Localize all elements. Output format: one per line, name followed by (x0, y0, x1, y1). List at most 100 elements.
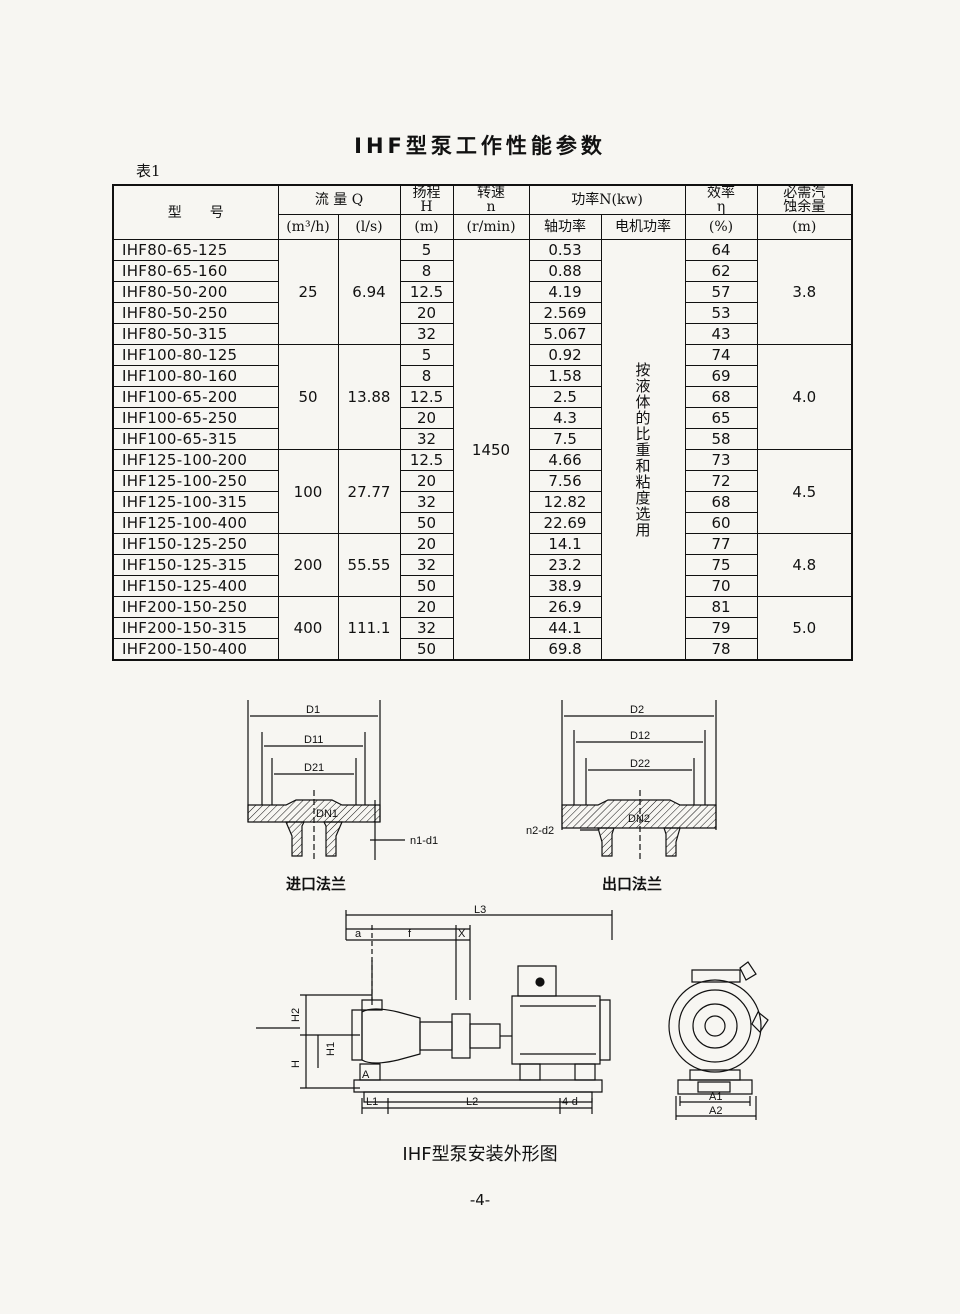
head-cell: 32 (399, 323, 454, 345)
header-flow-m3h: (m³/h) (277, 214, 339, 240)
head-cell: 20 (399, 533, 454, 555)
outline-label-a1: A1 (709, 1091, 722, 1103)
head-cell: 20 (399, 596, 454, 618)
outline-label-l1: L1 (366, 1096, 378, 1108)
flow-ls-cell: 13.88 (337, 344, 401, 450)
inlet-flange-caption: 进口法兰 (286, 875, 347, 893)
model-cell: IHF100-65-315 (112, 428, 279, 450)
efficiency-cell: 69 (684, 365, 758, 387)
outline-label-f: f (408, 928, 412, 940)
pump-outline-side-view: L3 a f X H2 H H1 (256, 904, 613, 1114)
inlet-label-d1: D1 (306, 704, 320, 716)
model-cell: IHF150-125-315 (112, 554, 279, 576)
flow-ls-cell: 55.55 (337, 533, 401, 597)
motor-note-char: 和 (635, 456, 651, 475)
motor-note-char: 体 (635, 392, 651, 411)
page-title: IHF型泵工作性能参数 (354, 134, 606, 158)
model-cell: IHF200-150-400 (112, 638, 279, 661)
flow-ls-cell: 6.94 (337, 239, 401, 345)
flow-ls-cell: 27.77 (337, 449, 401, 534)
outlet-label-dn2: DN2 (628, 813, 650, 825)
model-cell: IHF80-50-315 (112, 323, 279, 345)
npsh-cell: 4.8 (756, 533, 853, 597)
flow-m3h-cell: 25 (277, 239, 339, 345)
motor-note-char: 重 (635, 440, 651, 459)
model-cell: IHF125-100-315 (112, 491, 279, 513)
model-cell: IHF125-100-400 (112, 512, 279, 534)
shaft-power-cell: 69.8 (528, 638, 602, 661)
model-cell: IHF80-65-125 (112, 239, 279, 261)
header-npsh: 必需汽蚀余量 (756, 184, 853, 215)
efficiency-cell: 57 (684, 281, 758, 303)
head-cell: 8 (399, 365, 454, 387)
motor-power-note-cell: 按液体的比重和粘度选用 (600, 239, 686, 661)
flow-ls-cell: 111.1 (337, 596, 401, 661)
shaft-power-cell: 44.1 (528, 617, 602, 639)
outlet-label-d2: D2 (630, 704, 644, 716)
efficiency-cell: 72 (684, 470, 758, 492)
outline-caption: IHF型泵安装外形图 (402, 1144, 558, 1165)
efficiency-cell: 75 (684, 554, 758, 576)
outline-label-a2: A2 (709, 1105, 722, 1117)
efficiency-cell: 43 (684, 323, 758, 345)
model-cell: IHF80-50-250 (112, 302, 279, 324)
head-cell: 12.5 (399, 449, 454, 471)
shaft-power-cell: 12.82 (528, 491, 602, 513)
page-number: -4- (469, 1191, 491, 1209)
efficiency-cell: 79 (684, 617, 758, 639)
model-cell: IHF100-65-250 (112, 407, 279, 429)
outline-label-a-small: A (362, 1069, 370, 1081)
inlet-label-dn1: DN1 (316, 808, 338, 820)
shaft-power-cell: 22.69 (528, 512, 602, 534)
head-cell: 50 (399, 638, 454, 661)
model-cell: IHF125-100-200 (112, 449, 279, 471)
inlet-flange-diagram: D1 D11 D21 DN1 n1-d1 (247, 700, 438, 860)
header-motor-power: 电机功率 (600, 214, 686, 240)
header-speed-unit: (r/min) (452, 214, 530, 240)
speed-cell: 1450 (452, 239, 530, 661)
flow-m3h-cell: 200 (277, 533, 339, 597)
outlet-flange-caption: 出口法兰 (602, 875, 663, 893)
outline-label-l3: L3 (474, 904, 486, 916)
outline-label-a: a (355, 928, 362, 940)
pump-outline-end-view: A1 A2 (668, 961, 769, 1120)
outline-label-h2: H2 (290, 1008, 302, 1022)
motor-note-char: 用 (635, 520, 651, 539)
motor-note-char: 按 (635, 360, 651, 379)
flow-m3h-cell: 50 (277, 344, 339, 450)
shaft-power-cell: 5.067 (528, 323, 602, 345)
inlet-label-d11: D11 (304, 734, 323, 746)
table-row: IHF80-50-315 32 5.067 43 (112, 323, 852, 345)
outlet-flange-diagram: D2 D12 D22 DN2 n2-d2 (526, 700, 717, 860)
inlet-label-holes: n1-d1 (410, 835, 438, 847)
outline-label-fix: 4-d (562, 1096, 578, 1108)
header-flow-ls: (l/s) (337, 214, 401, 240)
shaft-power-cell: 2.569 (528, 302, 602, 324)
efficiency-cell: 78 (684, 638, 758, 661)
head-cell: 32 (399, 491, 454, 513)
outline-label-l2: L2 (466, 1096, 478, 1108)
npsh-cell: 3.8 (756, 239, 853, 345)
shaft-power-cell: 38.9 (528, 575, 602, 597)
motor-note-char: 度 (635, 488, 651, 507)
npsh-cell: 4.0 (756, 344, 853, 450)
inlet-label-d21: D21 (304, 762, 324, 774)
header-power: 功率N(kw) (528, 184, 686, 215)
header-model: 型 号 (112, 184, 279, 240)
model-cell: IHF80-65-160 (112, 260, 279, 282)
head-cell: 12.5 (399, 281, 454, 303)
motor-note-char: 液 (635, 376, 651, 395)
